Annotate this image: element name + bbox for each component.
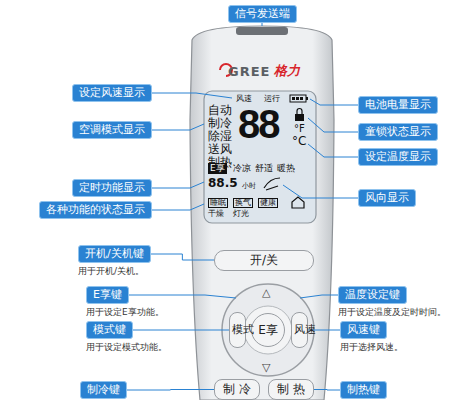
display-text: 格力 — [274, 64, 300, 77]
battery-icon — [290, 95, 308, 102]
display-text: °F — [294, 124, 305, 134]
display-text: 制冷 — [208, 117, 232, 129]
leader-line — [152, 93, 232, 98]
connector — [308, 330, 340, 331]
callout-note: 用于设定E享功能。 — [86, 307, 164, 318]
home-icon — [292, 197, 304, 208]
callout-text: 设定温度显示 — [358, 148, 438, 166]
button-text: 制 热 — [277, 381, 305, 398]
connector — [151, 254, 214, 260]
display-text: 冷凉 — [233, 164, 251, 173]
display-text: E享 — [208, 163, 227, 174]
callout-note: 用于选择风速。 — [340, 342, 403, 353]
leader-line — [310, 99, 358, 105]
heat-button: 制 热 — [268, 379, 314, 400]
display-text: °C — [292, 135, 306, 147]
key-callout: 风速键用于选择风速。 — [340, 318, 403, 353]
display-text: ▽ — [262, 362, 270, 373]
display-text: 运行 — [264, 95, 280, 103]
key-callout: 制热键 — [340, 378, 387, 399]
button-text: 模式 — [232, 324, 243, 336]
callout-label: 设定温度显示 — [358, 145, 438, 166]
key-callout: E享键用于设定E享功能。 — [86, 283, 164, 318]
fan-button: 风速 — [291, 312, 308, 348]
swing-icon — [264, 178, 280, 190]
callout-label: 童锁状态显示 — [358, 120, 438, 141]
callout-label: 各种功能的状态显示 — [39, 198, 152, 219]
display-text: 舒适 — [255, 164, 273, 173]
key-callout: 制冷键 — [80, 378, 127, 399]
button-text: E享 — [258, 322, 278, 339]
leader-line — [283, 185, 358, 198]
display-text: △ — [262, 287, 270, 298]
display-text: 换气 — [233, 198, 253, 208]
signal-emitter — [236, 27, 288, 35]
display-text: 88.5 — [208, 177, 238, 189]
callout-text: 设定风速显示 — [72, 84, 152, 102]
connector — [133, 330, 229, 331]
callout-text: E享键 — [86, 286, 129, 304]
leader-line — [152, 204, 204, 210]
callout-text: 温度设定键 — [338, 286, 407, 304]
button-text: 制 冷 — [223, 381, 251, 398]
key-callout: 模式键用于设定模式功能。 — [86, 318, 167, 353]
callout-label: 电池电量显示 — [358, 93, 438, 114]
callout-text: 电池电量显示 — [358, 96, 438, 114]
display-text: 睡眠 — [208, 198, 228, 208]
leader-line — [129, 295, 236, 298]
callout-text: 信号发送端 — [228, 5, 297, 23]
callout-note: 用于设定温度及定时时间。 — [338, 307, 446, 318]
connector — [127, 389, 214, 391]
button-text: 开/关 — [250, 252, 278, 269]
callout-text: 制热键 — [340, 381, 387, 399]
leader-line — [152, 124, 204, 130]
display-text: 除湿 — [208, 130, 232, 142]
callout-text: 模式键 — [86, 321, 133, 339]
button-text: 风速 — [294, 324, 305, 336]
display-text: 小时 — [242, 183, 256, 190]
nav-ring-inner — [244, 306, 292, 354]
callout-text: 定时功能显示 — [72, 179, 152, 197]
connector — [314, 389, 340, 391]
callout-label: 空调模式显示 — [72, 118, 152, 139]
child-lock-icon — [295, 109, 304, 122]
display-text: 灯光 — [233, 210, 249, 218]
signal-callout: 信号发送端 — [228, 2, 297, 23]
display-text: GREE — [228, 65, 270, 78]
leader-line — [300, 295, 338, 298]
callout-note: 用于开机/关机。 — [78, 266, 151, 277]
display-text: 暖热 — [277, 164, 295, 173]
cool-button: 制 冷 — [214, 379, 260, 400]
callout-text: 各种功能的状态显示 — [39, 201, 152, 219]
display-text: 风速 — [236, 95, 252, 103]
display-text: 自动 — [208, 104, 232, 116]
display-text: 88 — [238, 104, 279, 144]
leader-line — [152, 182, 204, 188]
power-button: 开/关 — [214, 250, 314, 271]
display-text: 送风 — [208, 143, 232, 155]
callout-text: 开机/关机键 — [78, 245, 151, 263]
callout-text: 空调模式显示 — [72, 121, 152, 139]
callout-label: 设定风速显示 — [72, 81, 152, 102]
callout-text: 制冷键 — [80, 381, 127, 399]
lcd-screen — [204, 91, 316, 223]
callout-label: 定时功能显示 — [72, 176, 152, 197]
remote-body — [190, 26, 334, 400]
e-button: E享 — [251, 313, 285, 347]
display-text: 干燥 — [208, 210, 224, 218]
callout-text: 风向显示 — [358, 189, 416, 207]
callout-label: 风向显示 — [358, 186, 416, 207]
key-callout: 开机/关机键用于开机/关机。 — [78, 242, 151, 277]
callout-text: 风速键 — [340, 321, 387, 339]
leader-line — [308, 118, 358, 132]
callout-note: 用于设定模式功能。 — [86, 342, 167, 353]
leader-line — [308, 144, 358, 157]
display-text: 健康 — [258, 198, 278, 208]
callout-text: 童锁状态显示 — [358, 123, 438, 141]
mode-button: 模式 — [229, 312, 246, 348]
key-callout: 温度设定键用于设定温度及定时时间。 — [338, 283, 446, 318]
